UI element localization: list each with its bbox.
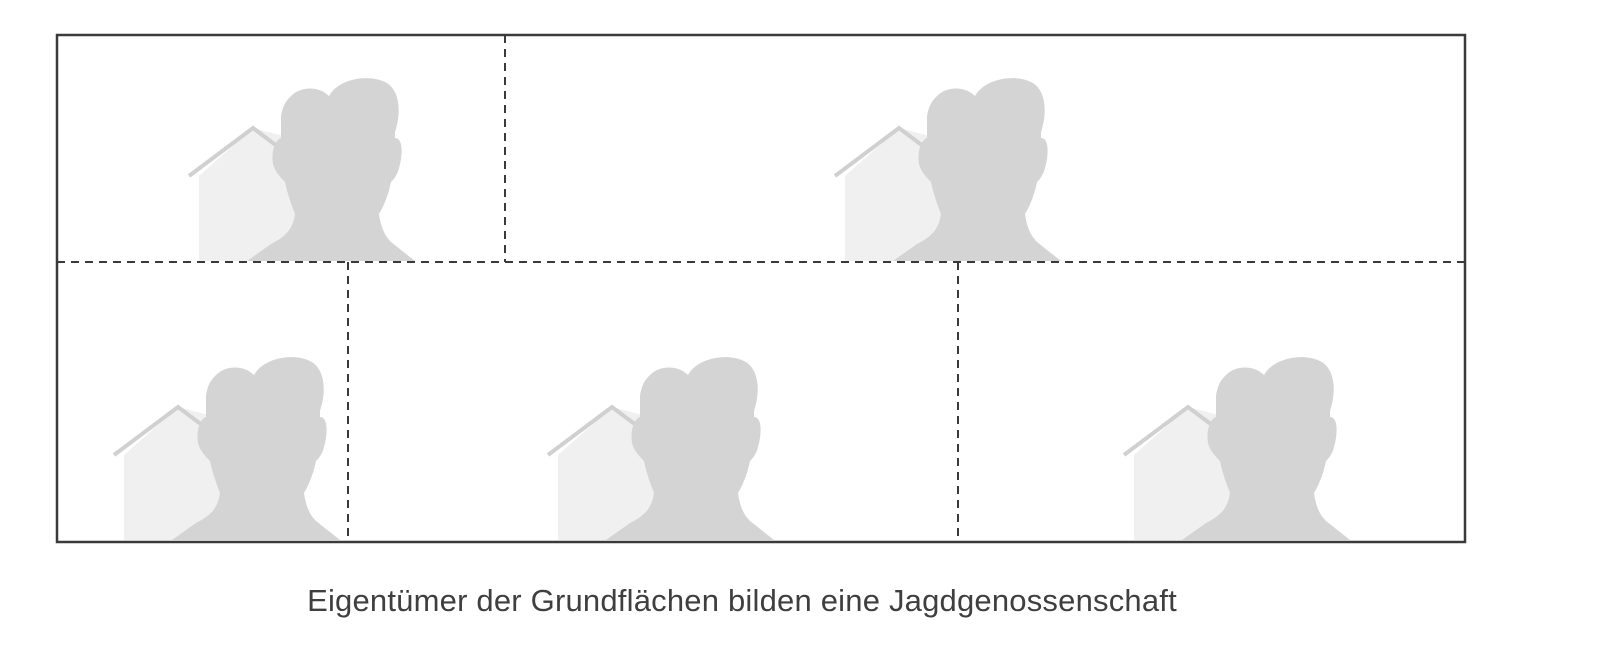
- owner-with-house-icon: [112, 355, 342, 542]
- parcel-dividers: [57, 35, 1465, 542]
- owner-with-house-icon: [1122, 355, 1352, 542]
- diagram-caption: Eigentümer der Grundflächen bilden eine …: [307, 583, 1177, 618]
- owner-with-house-icon: [187, 76, 417, 263]
- outer-border: [55, 33, 1467, 544]
- owner-with-house-icon: [546, 355, 776, 542]
- owner-with-house-icon: [833, 76, 1063, 263]
